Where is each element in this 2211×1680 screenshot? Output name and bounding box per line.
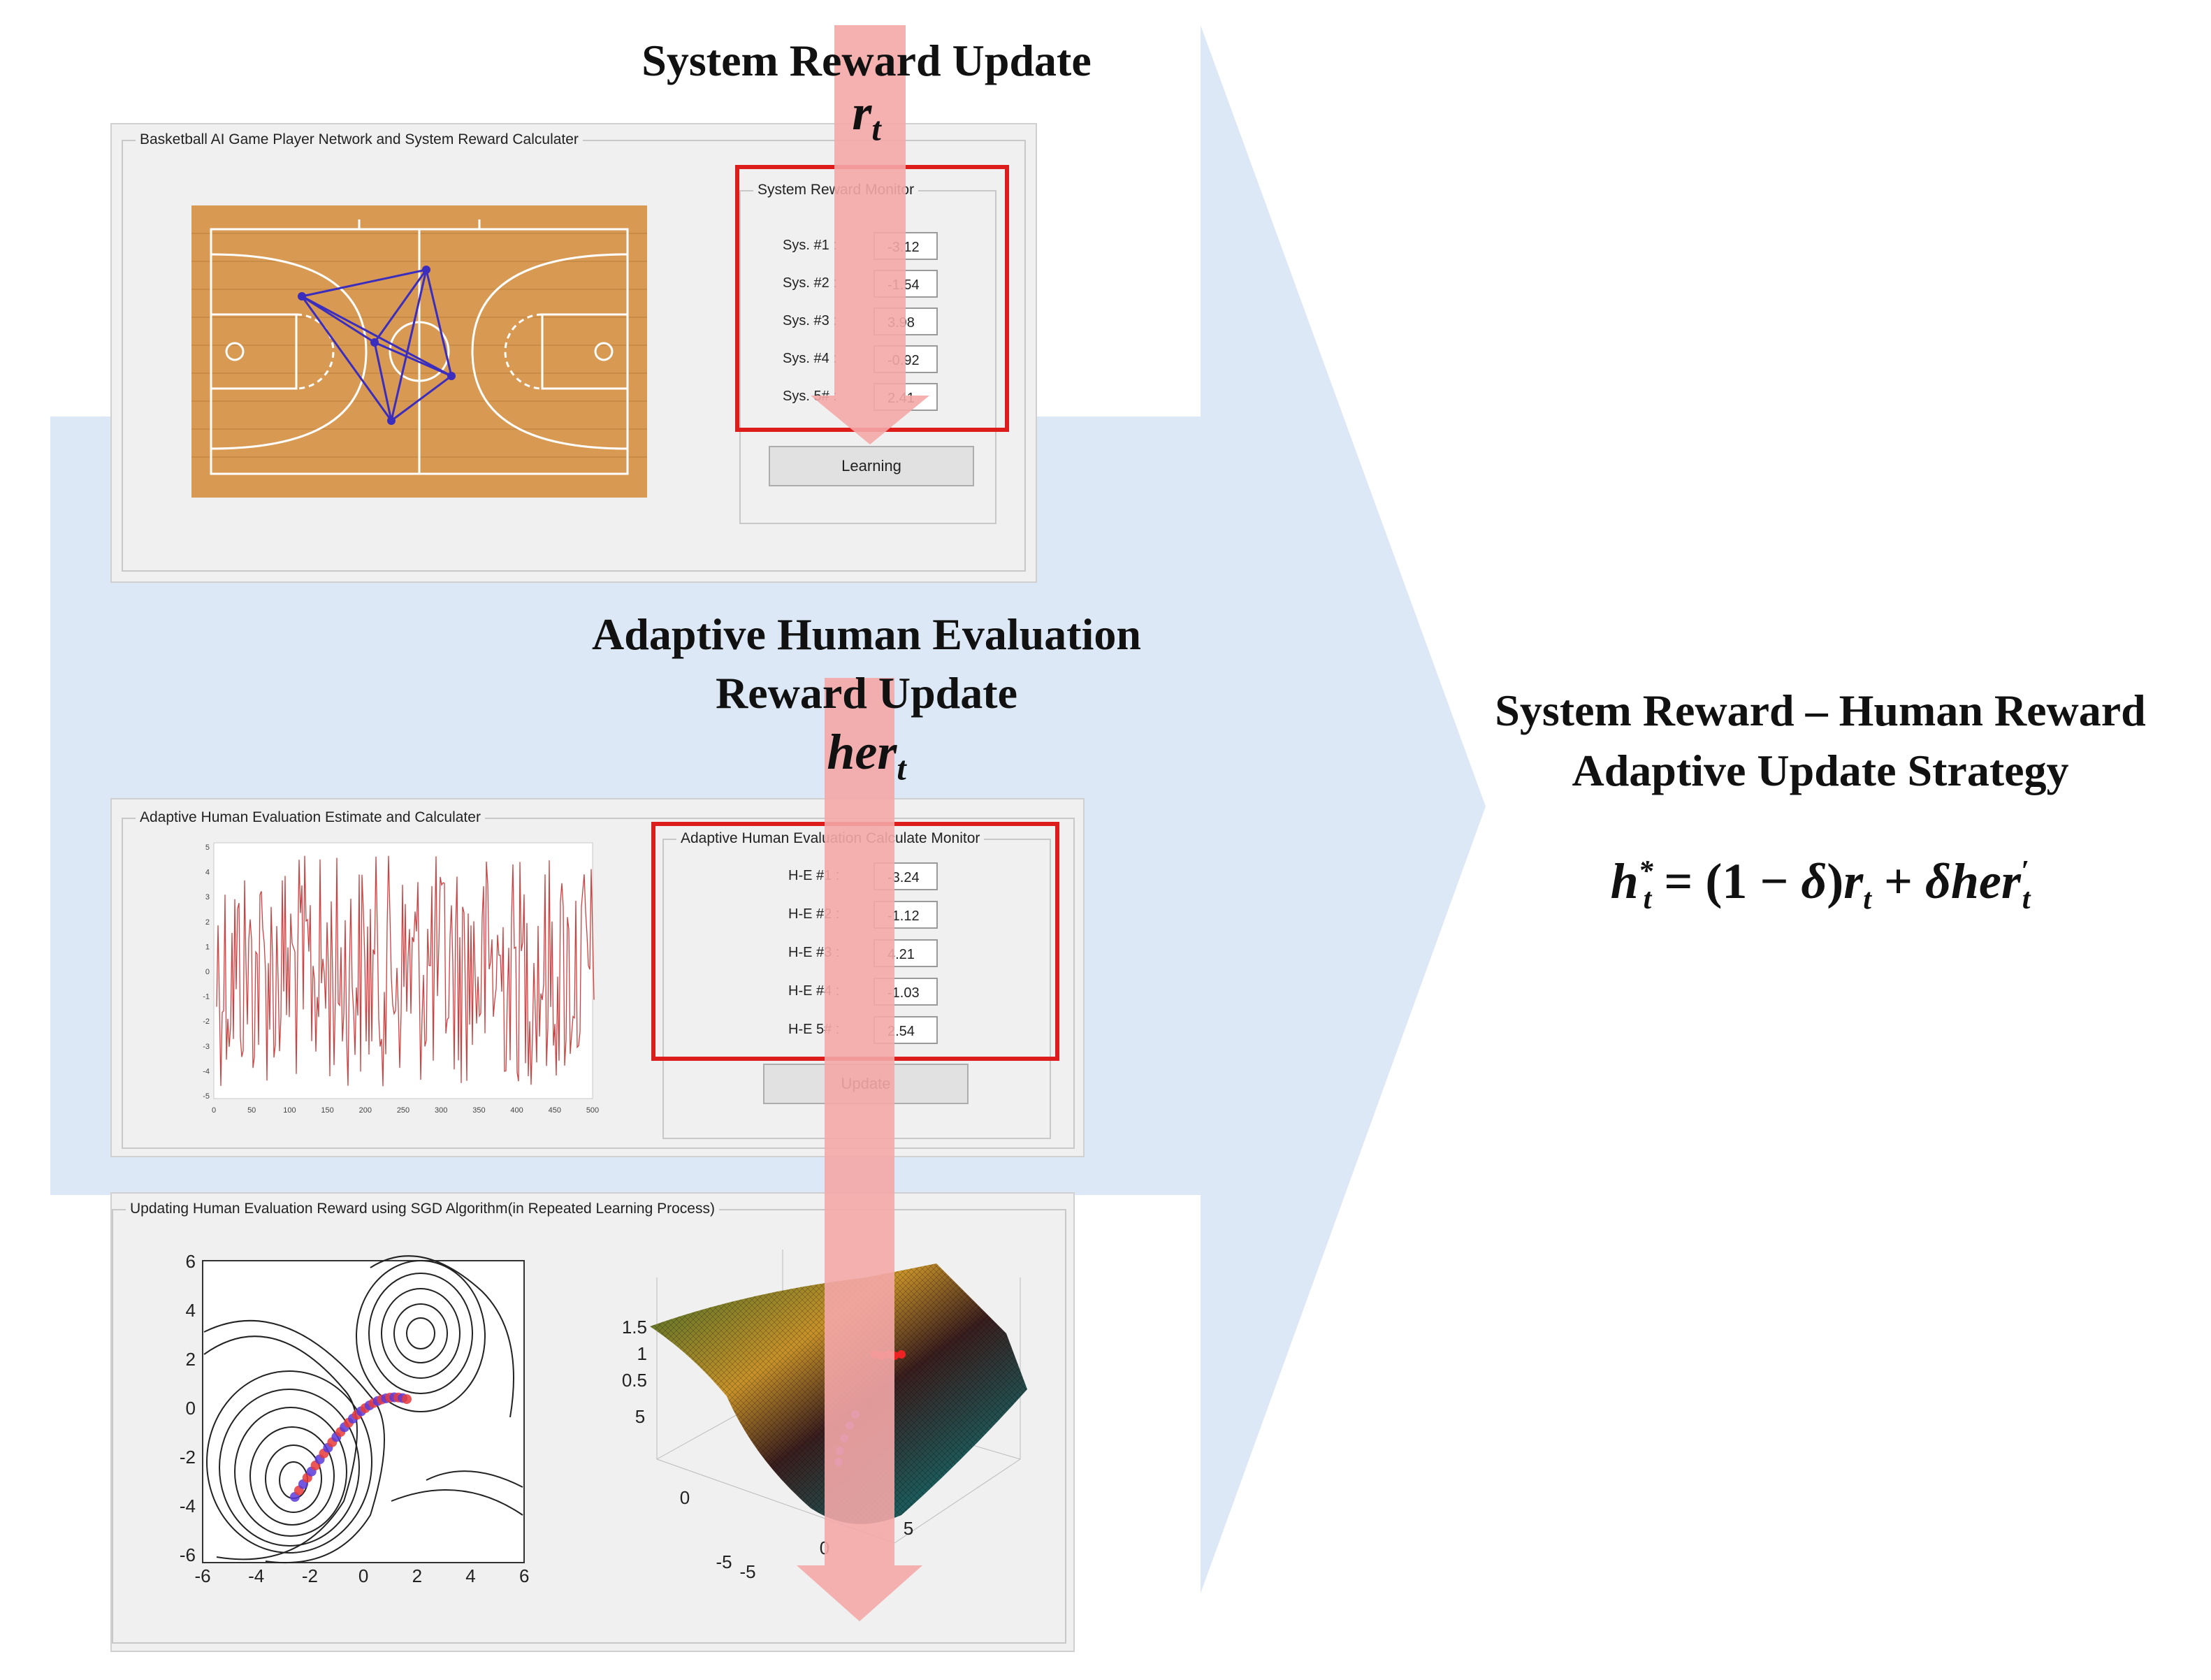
heading-human-eval-line2: Reward Update: [716, 668, 1017, 718]
panel3-title: Updating Human Evaluation Reward using S…: [126, 1201, 719, 1217]
formula-her: her: [1950, 853, 2021, 909]
strategy-line1: System Reward – Human Reward: [1495, 686, 2146, 735]
noise-x-tick: 450: [549, 1106, 561, 1115]
formula-h: h: [1610, 853, 1639, 909]
surface-z-tick: 1.5: [622, 1317, 647, 1338]
panel2-title: Adaptive Human Evaluation Estimate and C…: [136, 809, 485, 826]
noise-plot: 5 4 3 2 1 0 -1 -2 -3 -4 -5 0 50 100 150 200 250 300 350 40…: [203, 842, 599, 1115]
human-eval-value-field[interactable]: -1.12: [873, 901, 938, 929]
formula-plus: +: [1871, 853, 1925, 909]
symbol-her-sub: t: [897, 750, 906, 788]
surface-axis-tick: 5: [904, 1518, 913, 1539]
heading-system-reward-line1: System Reward Update: [641, 36, 1092, 85]
contour-y-tick: 0: [186, 1398, 196, 1419]
symbol-r: r: [852, 85, 872, 140]
learning-button[interactable]: Learning: [769, 446, 974, 486]
group-sgd: Updating Human Evaluation Reward using S…: [112, 1201, 1066, 1644]
formula-delta2: δ: [1924, 853, 1951, 909]
red-arrow-top: [811, 25, 929, 444]
contour-x-tick: -4: [248, 1565, 264, 1586]
group-human-eval-estimate: Adaptive Human Evaluation Estimate and C…: [122, 809, 1075, 1149]
heading-human-eval-line1: Adaptive Human Evaluation: [592, 609, 1141, 659]
noise-y-tick: -1: [203, 993, 210, 1001]
contour-x-tick: 6: [519, 1565, 529, 1586]
noise-x-tick: 100: [283, 1106, 296, 1115]
contour-y-tick: -4: [180, 1496, 196, 1516]
surface-axis-tick: -5: [739, 1561, 755, 1582]
noise-y-tick: -4: [203, 1067, 210, 1076]
sys-reward-label: Sys. #3 :: [783, 313, 837, 328]
surface-axis-tick: -5: [716, 1551, 732, 1572]
formula-h-sup: *: [1638, 855, 1653, 888]
noise-x-tick: 350: [472, 1106, 485, 1115]
surface-z-tick: 1: [637, 1343, 647, 1364]
noise-y-tick: -2: [203, 1018, 210, 1026]
noise-y-tick: 0: [205, 968, 210, 976]
heading-strategy: System Reward – Human Reward Adaptive Up…: [1440, 681, 2201, 801]
panel1-title: Basketball AI Game Player Network and Sy…: [136, 131, 583, 148]
sys-reward-label: Sys. #2 :: [783, 275, 837, 291]
noise-x-tick: 250: [397, 1106, 409, 1115]
noise-y-tick: 4: [205, 869, 210, 877]
basketball-court: [191, 205, 647, 498]
contour-x-tick: 0: [358, 1565, 368, 1586]
surface-axis-tick: 0: [680, 1487, 690, 1508]
formula-h-sub: t: [1643, 883, 1652, 916]
contour-y-tick: 4: [186, 1300, 196, 1321]
surface-z-tick: 0.5: [622, 1370, 647, 1391]
contour-plot: 6 4 2 0 -2 -4 -6 -6 -4 -2 0 2 4 6: [180, 1251, 530, 1586]
contour-x-tick: -6: [194, 1565, 210, 1586]
noise-x-tick: 50: [247, 1106, 256, 1115]
strategy-line2: Adaptive Update Strategy: [1572, 746, 2069, 795]
sys-reward-label: Sys. #4 :: [783, 351, 837, 366]
contour-x-tick: 2: [412, 1565, 422, 1586]
noise-x-tick: 150: [321, 1106, 333, 1115]
surface-axis-tick: 5: [635, 1406, 645, 1427]
formula-her-sup: ′: [2020, 855, 2029, 888]
contour-y-tick: -6: [180, 1544, 196, 1565]
noise-y-tick: -3: [203, 1043, 210, 1051]
noise-y-tick: 5: [205, 843, 210, 852]
contour-y-tick: 2: [186, 1349, 196, 1370]
noise-x-tick: 400: [510, 1106, 523, 1115]
noise-x-tick: 200: [359, 1106, 372, 1115]
contour-y-tick: -2: [180, 1447, 196, 1468]
contour-y-tick: 6: [186, 1251, 196, 1272]
noise-y-tick: 3: [205, 893, 210, 901]
sgd-path-point: [402, 1394, 412, 1405]
noise-x-tick: 0: [212, 1106, 216, 1115]
panel-human-evaluation: Adaptive Human Evaluation Estimate and C…: [110, 798, 1085, 1157]
noise-x-tick: 500: [586, 1106, 599, 1115]
noise-x-tick: 300: [435, 1106, 447, 1115]
update-formula: h*t = (1 − δ)rt + δher′t: [1440, 853, 2201, 916]
sys-reward-label: Sys. #1 :: [783, 238, 837, 253]
contour-x-tick: -2: [302, 1565, 318, 1586]
group-basketball-network: Basketball AI Game Player Network and Sy…: [122, 131, 1026, 572]
noise-y-tick: 1: [205, 943, 210, 951]
panel-sgd-update: Updating Human Evaluation Reward using S…: [110, 1192, 1075, 1652]
contour-x-tick: 4: [465, 1565, 475, 1586]
noise-y-tick: -5: [203, 1092, 210, 1101]
formula-delta1: δ: [1801, 853, 1827, 909]
heading-system-reward-update: System Reward Update rt: [573, 35, 1160, 148]
heading-human-eval-update: Adaptive Human Evaluation Reward Update …: [531, 605, 1202, 798]
red-arrow-bottom: [797, 678, 922, 1621]
formula-r: r: [1843, 853, 1864, 909]
formula-her-sub: t: [2022, 883, 2031, 916]
symbol-her: her: [827, 724, 897, 780]
formula-eq: = (1 −: [1651, 853, 1802, 909]
formula-paren: ): [1827, 853, 1844, 909]
symbol-r-sub: t: [871, 110, 881, 148]
formula-r-sub: t: [1863, 883, 1871, 916]
noise-y-tick: 2: [205, 918, 210, 927]
